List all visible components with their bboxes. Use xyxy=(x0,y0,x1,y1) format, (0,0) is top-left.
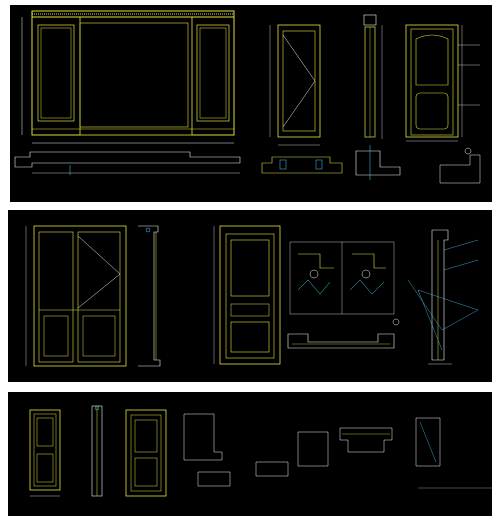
cad-sheet-middle xyxy=(8,210,492,382)
wall-elevation xyxy=(14,10,241,175)
panel-door xyxy=(213,225,281,365)
detail-nodes xyxy=(287,241,400,349)
profile-section xyxy=(407,229,479,365)
door-elevation-2 xyxy=(125,409,167,497)
frame-section xyxy=(91,405,103,497)
sheet-middle-drawing xyxy=(25,225,479,367)
profile-details xyxy=(183,413,492,489)
door-elevation-small xyxy=(29,409,61,497)
section-strip xyxy=(138,225,161,367)
sheet-top-drawing xyxy=(14,10,481,184)
sheet-bottom-drawing xyxy=(29,405,492,497)
door-section xyxy=(355,14,401,180)
panel-door-elevation xyxy=(405,24,481,184)
cad-sheet-top xyxy=(10,5,492,202)
cad-sheet-bottom xyxy=(8,392,492,516)
glass-door-elevation xyxy=(25,225,127,367)
door-elevation xyxy=(261,24,343,174)
